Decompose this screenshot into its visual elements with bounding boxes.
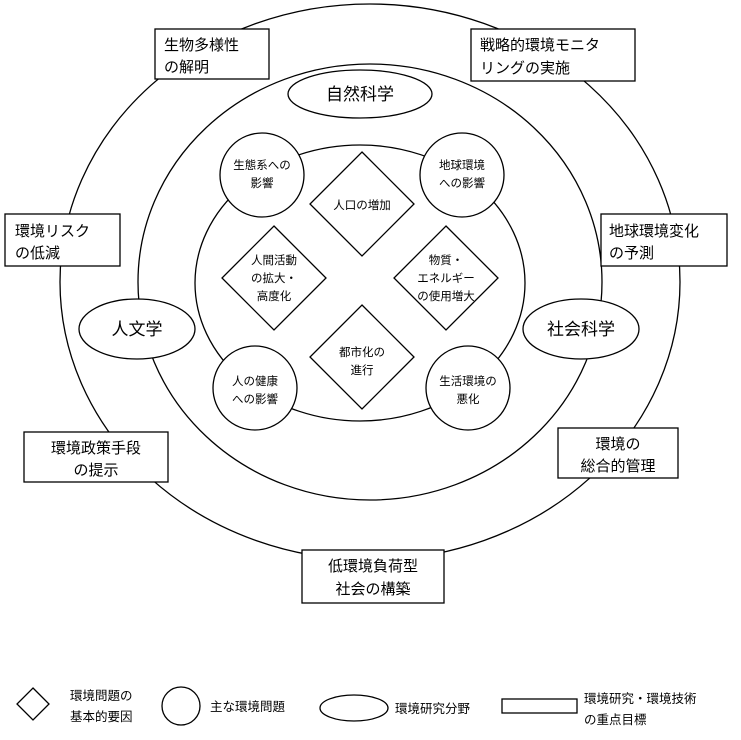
goal-monitoring: 戦略的環境モニタ リングの実施 xyxy=(470,28,636,82)
factor-human-activity: 人間活動 の拡大・ 高度化 xyxy=(221,225,327,331)
goal-prediction-line-2: の予測 xyxy=(609,244,654,262)
issue-global-environment-line-1: 地球環境 xyxy=(439,158,485,172)
inner-ring xyxy=(194,144,526,422)
legend-ellipse: 環境研究分野 xyxy=(319,694,471,722)
goal-biodiversity-line-1: 生物多様性 xyxy=(164,36,239,54)
goal-management: 環境の 総合的管理 xyxy=(557,427,679,479)
legend-diamond-line-2: 基本的要因 xyxy=(70,709,133,724)
goal-risk-reduction-line-1: 環境リスク xyxy=(15,222,90,240)
field-humanities-label: 人文学 xyxy=(112,320,163,340)
issue-ecosystem: 生態系への 影響 xyxy=(219,132,305,218)
goal-prediction: 地球環境変化 の予測 xyxy=(600,213,728,267)
legend-circle-symbol xyxy=(161,686,201,726)
factor-material-energy-line-3: の使用増大 xyxy=(417,289,475,303)
issue-ecosystem-line-1: 生態系への xyxy=(233,158,291,172)
field-social-science-label: 社会科学 xyxy=(547,320,615,340)
goal-prediction-line-1: 地球環境変化 xyxy=(609,222,699,240)
issue-human-health-line-1: 人の健康 xyxy=(232,374,278,388)
goal-management-line-2: 総合的管理 xyxy=(580,457,655,475)
legend-rect-symbol xyxy=(501,698,578,714)
issue-living-environment: 生活環境の 悪化 xyxy=(425,345,511,431)
issue-global-environment-line-2: への影響 xyxy=(439,176,485,190)
goal-low-impact-society: 低環境負荷型 社会の構築 xyxy=(301,549,445,604)
factor-human-activity-line-3: 高度化 xyxy=(257,289,292,303)
goal-policy: 環境政策手段 の提示 xyxy=(23,431,169,483)
factor-population: 人口の増加 xyxy=(309,151,415,257)
goal-policy-line-1: 環境政策手段 xyxy=(51,439,141,457)
goal-monitoring-line-2: リングの実施 xyxy=(480,59,570,77)
factor-material-energy-line-2: エネルギー xyxy=(417,271,475,285)
legend-ellipse-label: 環境研究分野 xyxy=(395,701,471,716)
issue-living-environment-line-1: 生活環境の xyxy=(439,374,497,388)
factor-urbanization: 都市化の 進行 xyxy=(309,304,415,410)
issue-human-health-line-2: への影響 xyxy=(232,392,278,406)
issue-global-environment: 地球環境 への影響 xyxy=(419,132,505,218)
field-humanities: 人文学 xyxy=(78,298,196,360)
field-natural-science: 自然科学 xyxy=(287,69,433,119)
factor-human-activity-line-1: 人間活動 xyxy=(251,253,297,267)
legend-ellipse-symbol xyxy=(319,694,389,722)
goal-biodiversity: 生物多様性 の解明 xyxy=(154,28,270,80)
goal-monitoring-line-1: 戦略的環境モニタ xyxy=(480,36,600,54)
legend-rect-line-2: の重点目標 xyxy=(584,712,647,727)
factor-urbanization-line-2: 進行 xyxy=(351,363,374,377)
goal-management-line-1: 環境の xyxy=(595,435,640,453)
legend-diamond-symbol xyxy=(16,687,50,721)
field-natural-science-label: 自然科学 xyxy=(326,85,394,105)
legend-diamond: 環境問題の 基本的要因 xyxy=(16,687,133,724)
factor-material-energy-line-1: 物質・ xyxy=(429,253,464,267)
legend-rect: 環境研究・環境技術 の重点目標 xyxy=(501,691,697,727)
middle-ring xyxy=(137,63,603,501)
goal-low-impact-society-line-1: 低環境負荷型 xyxy=(328,557,418,575)
goal-risk-reduction: 環境リスク の低減 xyxy=(4,213,121,267)
factor-urbanization-line-1: 都市化の xyxy=(339,345,385,359)
goal-low-impact-society-line-2: 社会の構築 xyxy=(335,580,410,598)
legend-diamond-line-1: 環境問題の xyxy=(70,688,133,703)
issue-living-environment-line-2: 悪化 xyxy=(457,392,480,406)
factor-population-line-1: 人口の増加 xyxy=(333,198,391,212)
factor-human-activity-line-2: の拡大・ xyxy=(251,271,297,285)
legend-circle-label: 主な環境問題 xyxy=(210,699,286,714)
legend-circle: 主な環境問題 xyxy=(161,686,286,726)
issue-ecosystem-line-2: 影響 xyxy=(251,176,274,190)
legend-rect-line-1: 環境研究・環境技術 xyxy=(584,691,697,706)
issue-human-health: 人の健康 への影響 xyxy=(212,345,298,431)
goal-policy-line-2: の提示 xyxy=(73,461,118,479)
legend: 環境問題の 基本的要因 主な環境問題 環境研究分野 環境研究・環境技術 の重点目… xyxy=(16,686,697,727)
goal-risk-reduction-line-2: の低減 xyxy=(15,244,60,262)
goal-biodiversity-line-2: の解明 xyxy=(164,58,209,76)
factor-material-energy: 物質・ エネルギー の使用増大 xyxy=(393,225,499,331)
field-social-science: 社会科学 xyxy=(522,298,640,360)
